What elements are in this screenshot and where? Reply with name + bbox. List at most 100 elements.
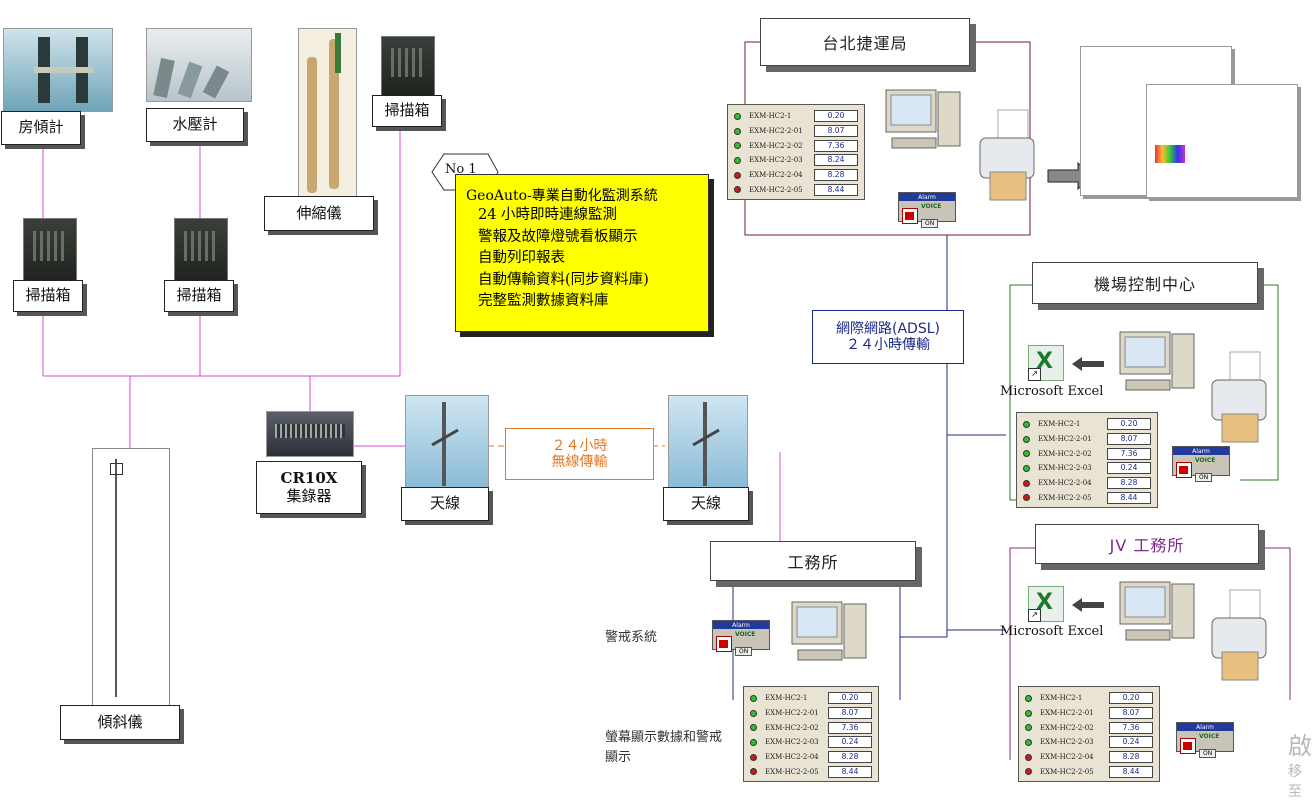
status-led-green — [750, 738, 757, 746]
excel-label: Microsoft Excel — [1000, 624, 1104, 639]
status-led-green — [734, 112, 741, 120]
status-led-red — [750, 768, 757, 776]
point-value: 8.28 — [1109, 751, 1153, 764]
point-name: EXM-HC2-2-02 — [765, 723, 819, 732]
status-led-green — [1025, 694, 1032, 702]
point-name: EXM-HC2-2-02 — [749, 141, 803, 150]
datalogger-photo — [266, 411, 354, 457]
excel-icon: X↗ — [1028, 345, 1064, 381]
excel-icon: X↗ — [1028, 586, 1064, 622]
status-led-green — [750, 709, 757, 717]
status-led-red — [1023, 494, 1030, 502]
panel-row: EXM-HC2-2-05 8.44 — [1025, 764, 1153, 779]
alarm-on-button[interactable]: ON — [1195, 473, 1213, 482]
point-name: EXM-HC2-1 — [1040, 694, 1083, 703]
computer-icon — [1119, 581, 1195, 641]
point-value: 0.24 — [1109, 736, 1153, 749]
point-name: EXM-HC2-2-01 — [749, 127, 803, 136]
panel-row: EXM-HC2-2-02 7.36 — [734, 138, 858, 153]
feature-item: 自動傳輸資料(同步資料庫) — [478, 271, 649, 288]
printer-icon — [1211, 589, 1267, 681]
point-value: 7.36 — [814, 139, 858, 152]
point-name: EXM-HC2-2-05 — [1038, 493, 1092, 502]
alarm-on-button[interactable]: ON — [1199, 749, 1217, 758]
status-led-green — [750, 724, 757, 732]
point-name: EXM-HC2-2-01 — [1040, 709, 1094, 718]
wireless-label-line1: ２４小時 — [551, 437, 608, 454]
point-value: 7.36 — [1107, 447, 1151, 460]
alarm-icon — [1176, 462, 1192, 478]
panel-row: EXM-HC2-2-04 8.28 — [1025, 750, 1153, 765]
point-name: EXM-HC2-2-01 — [1038, 435, 1092, 444]
alarm-title: Alarm — [713, 621, 769, 629]
wireless-label: ２４小時 無線傳輸 — [505, 428, 654, 480]
computer-icon — [885, 89, 961, 149]
status-led-red — [1025, 768, 1032, 776]
antenna-photo-right — [668, 395, 748, 489]
point-name: EXM-HC2-1 — [765, 694, 808, 703]
alarm-voice: VOICE — [1195, 457, 1216, 464]
report-sheet-2 — [1146, 84, 1298, 198]
feature-item: 24 小時即時連線監測 — [478, 207, 618, 223]
alarm-icon — [902, 208, 918, 224]
status-led-green — [734, 127, 741, 135]
alarm-on-button[interactable]: ON — [921, 219, 939, 228]
point-value: 8.07 — [1109, 707, 1153, 720]
panel-row: EXM-HC2-2-02 7.36 — [750, 720, 872, 735]
point-value: 8.44 — [814, 183, 858, 196]
internet-label: 網際網路(ADSL) ２４小時傳輸 — [812, 310, 964, 364]
watermark-line2: 移至 — [1288, 764, 1302, 800]
site-works-office: 工務所 — [710, 541, 916, 581]
scanner-box-middle — [174, 218, 228, 284]
watermark-line1: 啟 — [1288, 732, 1312, 760]
inclinometer-diagram — [92, 448, 170, 708]
status-led-red — [734, 171, 741, 179]
point-value: 8.44 — [1109, 765, 1153, 778]
antenna-label-left: 天線 — [401, 487, 489, 521]
inclinometer-label: 傾斜儀 — [60, 705, 180, 740]
scanner-box-label: 掃描箱 — [13, 280, 83, 312]
status-led-green — [1025, 709, 1032, 717]
status-led-green — [1023, 420, 1030, 428]
printer-icon — [1211, 351, 1267, 443]
extensometer-label: 伸縮儀 — [264, 196, 374, 231]
point-name: EXM-HC2-2-04 — [1040, 753, 1094, 762]
point-value: 8.28 — [1107, 477, 1151, 490]
point-name: EXM-HC2-2-05 — [1040, 767, 1094, 776]
alarm-voice: VOICE — [921, 203, 942, 210]
point-name: EXM-HC2-2-03 — [1038, 464, 1092, 473]
alarm-icon — [1180, 738, 1196, 754]
callout-text: No 1 — [445, 162, 477, 177]
point-value: 0.20 — [1107, 418, 1151, 431]
arrow-left-icon — [1072, 598, 1104, 612]
status-led-green — [1023, 450, 1030, 458]
feature-box: GeoAuto-專業自動化監測系統 24 小時即時連線監測 警報及故障燈號看板顯… — [455, 174, 709, 332]
site-airport-control: 機場控制中心 — [1032, 262, 1258, 304]
point-value: 8.07 — [828, 707, 872, 720]
point-name: EXM-HC2-1 — [1038, 420, 1081, 429]
status-led-red — [734, 186, 741, 194]
point-value: 8.28 — [814, 169, 858, 182]
point-value: 7.36 — [828, 721, 872, 734]
alarm-on-button[interactable]: ON — [735, 647, 753, 656]
panel-row: EXM-HC2-2-01 8.07 — [1025, 706, 1153, 721]
alarm-icon — [716, 636, 732, 652]
